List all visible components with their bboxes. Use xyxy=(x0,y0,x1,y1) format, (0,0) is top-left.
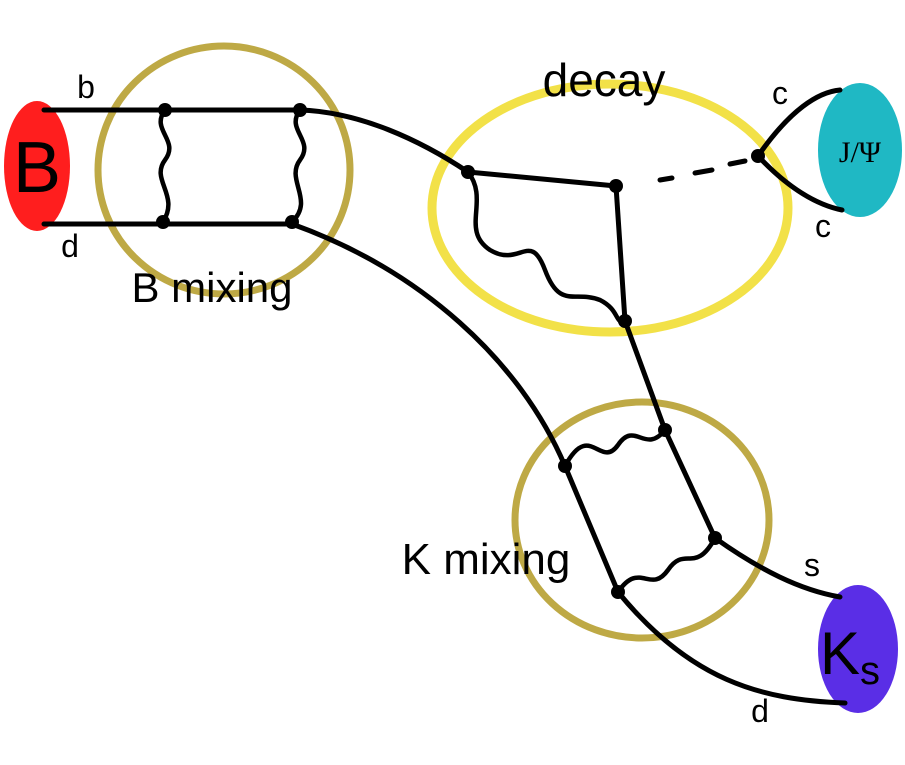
vertex xyxy=(609,179,623,193)
d-quark-line xyxy=(41,221,848,706)
jpsi-label: J/Ψ xyxy=(839,136,882,169)
c-quark-bottom-line xyxy=(755,153,845,213)
quark-d-out-label: d xyxy=(751,693,769,729)
vertex xyxy=(156,215,170,229)
k-mixing-boson-top xyxy=(562,427,668,469)
b-meson-label: B xyxy=(13,128,61,208)
quark-b-label: b xyxy=(77,69,95,105)
vertex xyxy=(618,314,632,328)
vertex xyxy=(751,149,765,163)
ks-label-subscript: s xyxy=(860,649,880,693)
b-mixing-boson-right xyxy=(289,107,307,225)
quark-s-label: s xyxy=(804,547,820,583)
ks-label-main: K xyxy=(820,620,860,687)
inner-quark-line xyxy=(613,183,843,600)
quark-c-bottom-label: c xyxy=(815,208,831,244)
vertex xyxy=(708,531,722,545)
b-mixing-circle xyxy=(94,42,354,298)
vertex xyxy=(611,585,625,599)
vertex xyxy=(158,103,172,117)
boson-lines xyxy=(158,107,718,595)
decay-circle xyxy=(427,79,793,337)
quark-lines xyxy=(41,87,848,706)
decay-boson xyxy=(465,169,628,324)
decay-w-line xyxy=(465,169,619,189)
b-meson-blob xyxy=(4,101,70,231)
vertex xyxy=(558,459,572,473)
b-mixing-boson-left xyxy=(158,107,172,225)
k-mixing-boson-bottom xyxy=(615,535,718,595)
quark-c-top-label: c xyxy=(772,75,788,111)
jpsi-blob xyxy=(818,83,902,217)
vertex xyxy=(461,165,475,179)
c-quark-top-line xyxy=(755,87,843,159)
vertex xyxy=(658,423,672,437)
k-mixing-label: K mixing xyxy=(402,535,571,584)
vertices xyxy=(156,103,765,599)
b-mixing-label: B mixing xyxy=(131,264,292,311)
ks-blob xyxy=(818,585,898,713)
decay-label: decay xyxy=(543,54,666,106)
dashed-line xyxy=(657,158,748,183)
b-quark-line xyxy=(41,107,471,175)
k-mixing-circle xyxy=(511,398,773,642)
vertex xyxy=(285,215,299,229)
quark-d-label: d xyxy=(61,228,79,264)
ks-label: Ks xyxy=(820,620,880,693)
vertex xyxy=(293,103,307,117)
